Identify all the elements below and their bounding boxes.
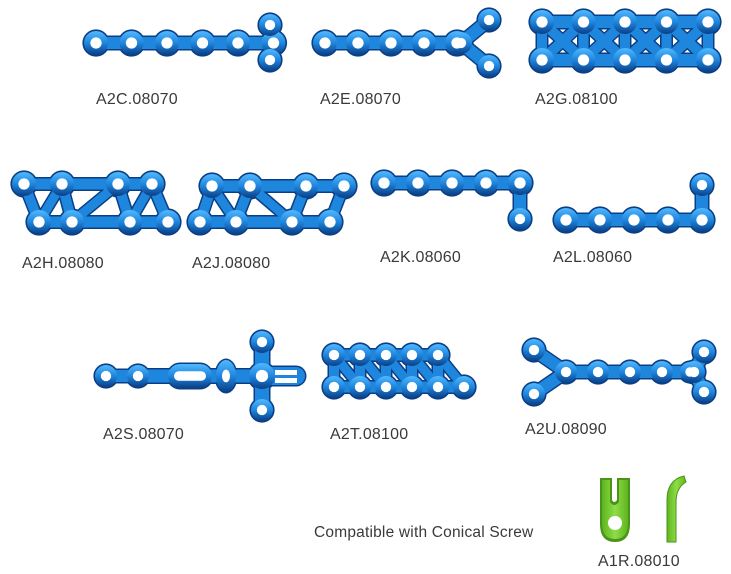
plate-a2l [552,172,716,234]
green-cover-plate-side [666,475,687,543]
plate-a2u [521,337,717,407]
compatibility-note: Compatible with Conical Screw [314,524,534,541]
plate-a2j [186,172,358,236]
plate-a2g [528,8,722,74]
plate-a2s [93,329,307,423]
plate-a2h [10,170,182,236]
plate-label-a2u: A2U.08090 [525,421,607,438]
plate-a2t [321,342,477,400]
plate-label-a2g: A2G.08100 [535,91,618,108]
plate-a2c [82,12,288,73]
plate-label-a2t: A2T.08100 [330,426,409,443]
plate-label-a2k: A2K.08060 [380,249,461,266]
plate-a2e [311,7,502,79]
plate-label-a2l: A2L.08060 [553,249,633,266]
plate-label-a2c: A2C.08070 [96,91,178,108]
plate-label-a2e: A2E.08070 [320,91,401,108]
plate-label-a2h: A2H.08080 [22,255,104,272]
plate-label-a2s: A2S.08070 [103,426,184,443]
plate-a2k [370,169,534,232]
green-cover-plate-front [600,478,630,542]
plate-label-a1r: A1R.08010 [598,553,680,570]
plate-label-a2j: A2J.08080 [192,255,271,272]
